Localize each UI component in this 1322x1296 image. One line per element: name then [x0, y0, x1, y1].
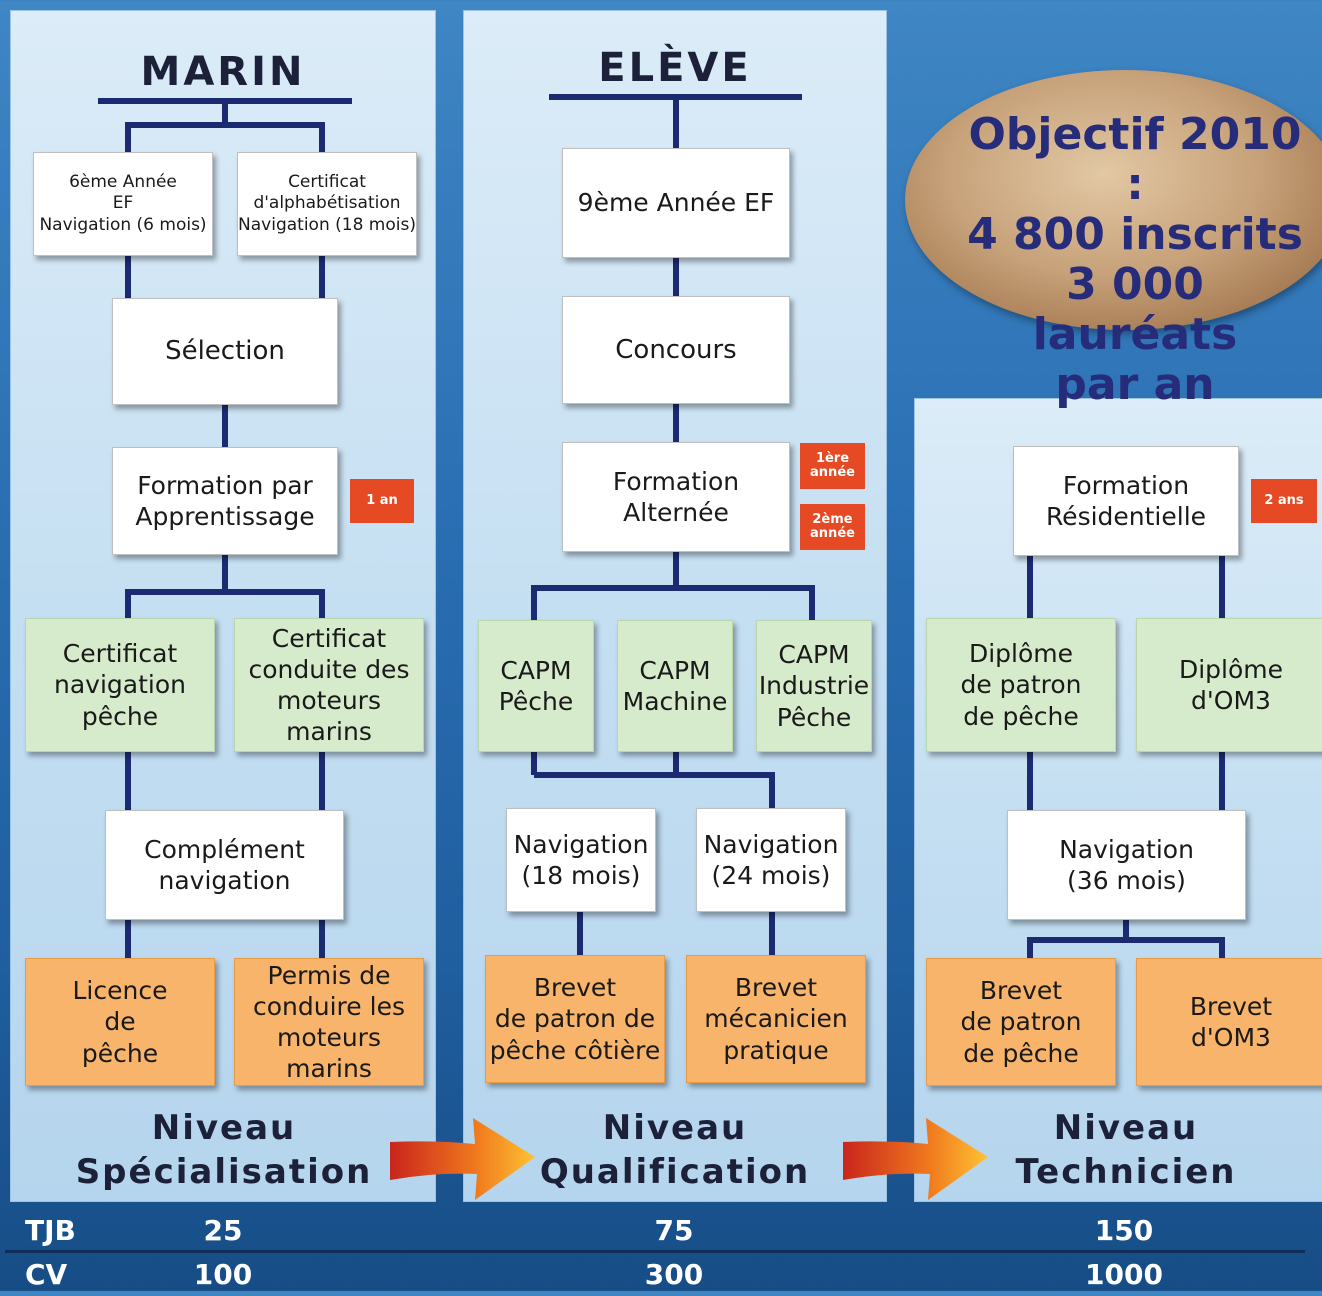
- cv-row: CV 100 300 1000: [0, 1254, 1322, 1296]
- duration-tag-2-ans: 2 ans: [1251, 479, 1317, 523]
- level-qualification: Niveau Qualification: [539, 1108, 811, 1193]
- box-brevet-om3: Brevet d'OM3: [1136, 958, 1322, 1086]
- objectif-ellipse: [905, 70, 1322, 330]
- tag-1ere-annee: 1ère année: [800, 443, 865, 489]
- arrow-to-technicien: [843, 1118, 988, 1200]
- tjb-value-1: 25: [203, 1214, 243, 1247]
- box-certificat-conduite-moteurs: Certificat conduite des moteurs marins: [234, 618, 424, 752]
- box-capm-machine: CAPM Machine: [617, 620, 733, 752]
- box-capm-peche: CAPM Pêche: [478, 620, 594, 752]
- box-navigation-18-mois: Navigation (18 mois): [506, 808, 656, 912]
- cv-label: CV: [25, 1258, 68, 1291]
- objectif-line-2: 4 800 inscrits: [967, 209, 1303, 260]
- box-certificat-navigation-peche: Certificat navigation pêche: [25, 618, 215, 752]
- box-6eme-annee: 6ème Année EF Navigation (6 mois): [33, 152, 213, 256]
- cv-value-1: 100: [193, 1258, 253, 1291]
- box-certificat-alphabetisation: Certificat d'alphabétisation Navigation …: [237, 152, 417, 256]
- box-permis-moteurs: Permis de conduire les moteurs marins: [234, 958, 424, 1086]
- box-navigation-24-mois: Navigation (24 mois): [696, 808, 846, 912]
- objectif-line-1: Objectif 2010 :: [968, 109, 1302, 210]
- arrow-to-qualification: [390, 1118, 535, 1200]
- box-9eme-annee: 9ème Année EF: [562, 148, 790, 258]
- box-formation-apprentissage: Formation par Apprentissage: [112, 447, 338, 555]
- box-selection: Sélection: [112, 298, 338, 405]
- tjb-value-3: 150: [1094, 1214, 1154, 1247]
- box-navigation-36-mois: Navigation (36 mois): [1007, 810, 1246, 920]
- box-formation-alternee: Formation Alternée: [562, 442, 790, 552]
- box-complement-navigation: Complément navigation: [105, 810, 344, 920]
- box-licence-peche: Licence de pêche: [25, 958, 215, 1086]
- tag-2eme-annee: 2ème année: [800, 504, 865, 550]
- box-diplome-om3: Diplôme d'OM3: [1136, 618, 1322, 752]
- box-formation-residentielle: Formation Résidentielle: [1013, 446, 1239, 556]
- cv-value-2: 300: [644, 1258, 704, 1291]
- box-brevet-mecanicien: Brevet mécanicien pratique: [686, 955, 866, 1083]
- objectif-line-4: par an: [1055, 359, 1215, 410]
- tjb-row: TJB 25 75 150: [0, 1210, 1322, 1252]
- column-title-marin: MARIN: [140, 49, 306, 95]
- table-divider: [5, 1250, 1305, 1253]
- tjb-value-2: 75: [654, 1214, 694, 1247]
- box-capm-industrie-peche: CAPM Industrie Pêche: [756, 620, 872, 752]
- box-brevet-patron-cotiere: Brevet de patron de pêche côtière: [485, 955, 665, 1083]
- level-technicien: Niveau Technicien: [1015, 1108, 1237, 1193]
- box-diplome-patron-peche: Diplôme de patron de pêche: [926, 618, 1116, 752]
- objectif-text: Objectif 2010 : 4 800 inscrits 3 000 lau…: [960, 110, 1310, 410]
- level-specialisation: Niveau Spécialisation: [75, 1108, 373, 1193]
- duration-tag-1-an: 1 an: [350, 479, 414, 523]
- tjb-label: TJB: [25, 1214, 76, 1247]
- box-concours: Concours: [562, 296, 790, 404]
- box-brevet-patron-peche: Brevet de patron de pêche: [926, 958, 1116, 1086]
- objectif-line-3: 3 000 lauréats: [1032, 259, 1238, 360]
- column-title-eleve: ELÈVE: [598, 45, 752, 91]
- cv-value-3: 1000: [1085, 1258, 1163, 1291]
